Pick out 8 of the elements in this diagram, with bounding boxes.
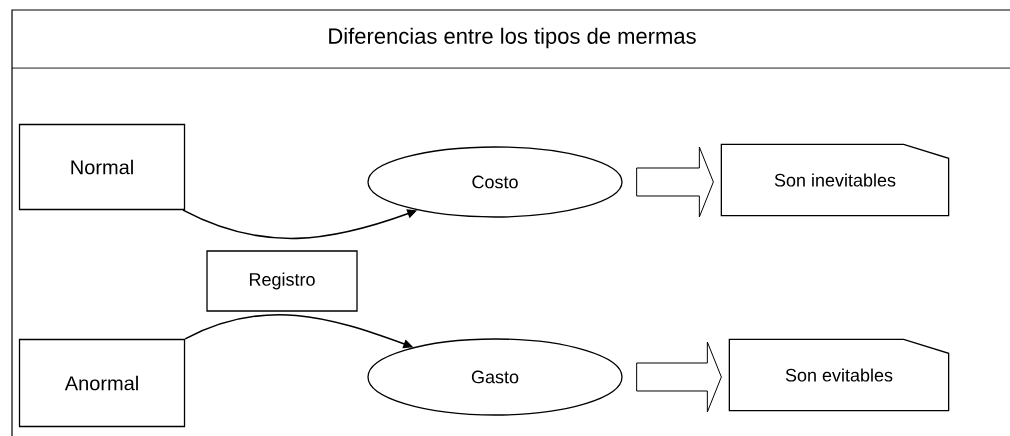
block-arrow [636, 146, 714, 218]
process-box: Anormal [18, 338, 186, 428]
process-box: Normal [18, 123, 186, 211]
note-box: Son inevitables [720, 143, 950, 217]
block-arrow [636, 341, 722, 413]
title: Diferencias entre los tipos de mermas [329, 27, 696, 49]
process-box: Registro [206, 250, 358, 312]
note-box: Son evitables [728, 338, 950, 412]
